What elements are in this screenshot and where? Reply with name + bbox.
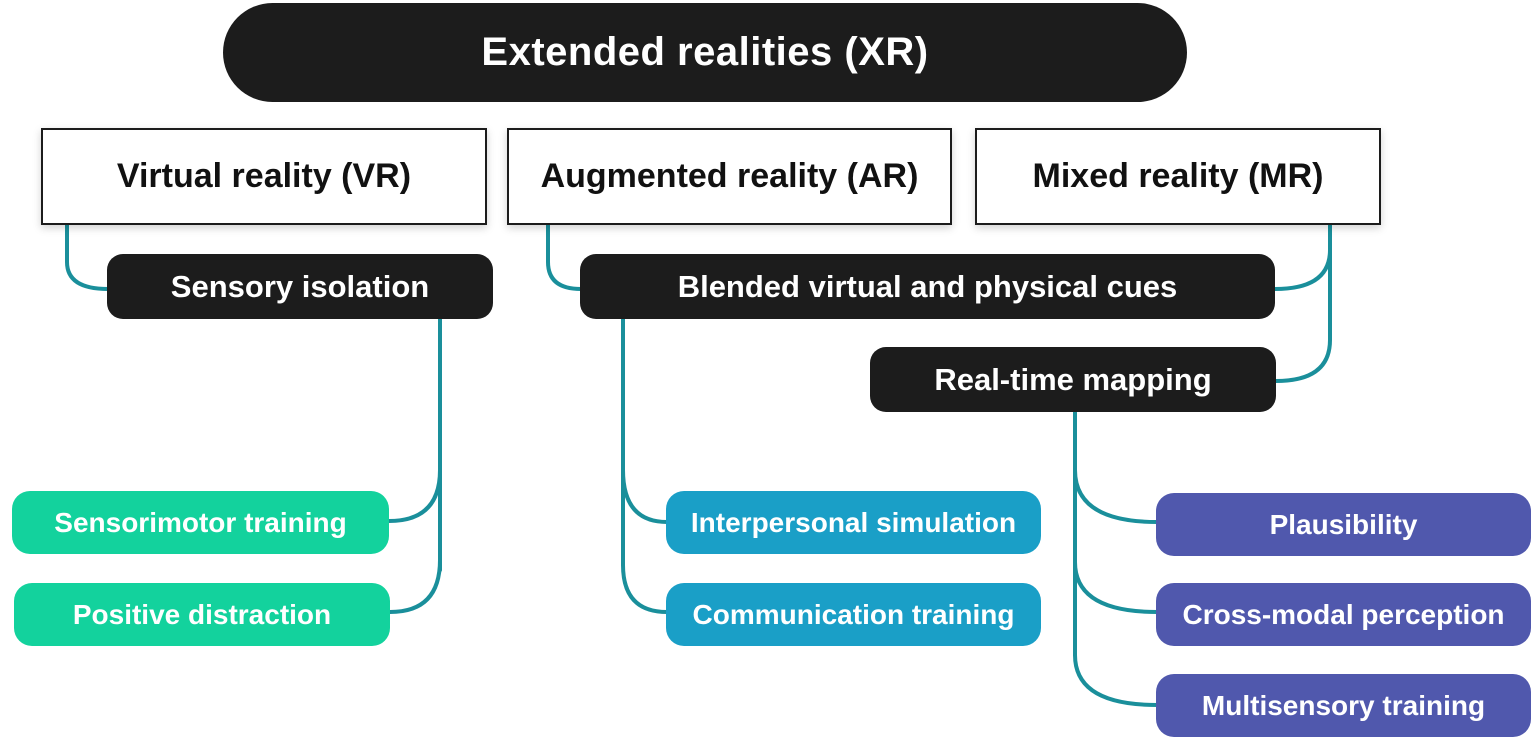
app-interpersonal-simulation: Interpersonal simulation — [666, 491, 1041, 554]
connector-to-multisensory-training — [1073, 653, 1159, 707]
root-label: Extended realities (XR) — [481, 30, 929, 74]
app-multisensory-training: Multisensory training — [1156, 674, 1531, 737]
mechanism-label-blended-cues: Blended virtual and physical cues — [677, 268, 1178, 304]
mechanism-label-sensory-isolation: Sensory isolation — [170, 268, 430, 304]
app-label-interpersonal-simulation: Interpersonal simulation — [690, 506, 1017, 538]
category-mixed-reality: Mixed reality (MR) — [975, 128, 1381, 225]
mechanism-label-realtime-mapping: Real-time mapping — [934, 361, 1212, 397]
mechanism-blended-cues: Blended virtual and physical cues — [580, 254, 1275, 319]
mechanism-realtime-mapping: Real-time mapping — [870, 347, 1276, 412]
app-communication-training: Communication training — [666, 583, 1041, 646]
app-label-plausibility: Plausibility — [1269, 508, 1418, 540]
category-augmented-reality: Augmented reality (AR) — [507, 128, 952, 225]
app-label-communication-training: Communication training — [692, 598, 1015, 630]
connector-to-interpersonal-simulation — [621, 468, 669, 524]
category-virtual-reality: Virtual reality (VR) — [41, 128, 487, 225]
app-cross-modal-perception: Cross-modal perception — [1156, 583, 1531, 646]
app-label-sensorimotor-training: Sensorimotor training — [54, 506, 347, 538]
connector-mr-to-realtime-mapping — [1274, 248, 1332, 383]
mechanism-sensory-isolation: Sensory isolation — [107, 254, 493, 319]
app-plausibility: Plausibility — [1156, 493, 1531, 556]
connector-to-plausibility — [1073, 468, 1159, 524]
app-sensorimotor-training: Sensorimotor training — [12, 491, 389, 554]
app-label-cross-modal-perception: Cross-modal perception — [1182, 598, 1505, 630]
connector-to-cross-modal-perception — [1073, 560, 1159, 614]
app-label-multisensory-training: Multisensory training — [1201, 689, 1486, 721]
category-label-vr: Virtual reality (VR) — [116, 157, 412, 195]
connector-mr-to-blended-cues — [1273, 223, 1332, 291]
connector-to-positive-distraction — [388, 558, 442, 614]
category-label-ar: Augmented reality (AR) — [540, 157, 919, 195]
app-label-positive-distraction: Positive distraction — [72, 598, 332, 630]
app-positive-distraction: Positive distraction — [14, 583, 390, 646]
root-extended-realities: Extended realities (XR) — [223, 3, 1187, 102]
connector-vr-to-sensory-isolation — [65, 223, 110, 291]
connector-ar-to-blended-cues — [546, 223, 583, 291]
category-label-mr: Mixed reality (MR) — [1032, 157, 1324, 195]
connector-to-sensorimotor-training — [387, 468, 442, 523]
connector-to-communication-training — [621, 563, 669, 614]
